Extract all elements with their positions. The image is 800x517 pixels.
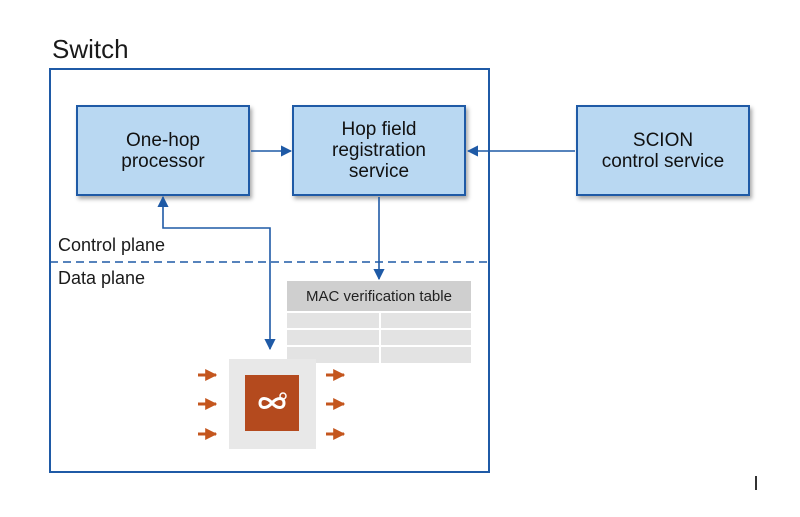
hop-field-registration-node: Hop field registration service: [292, 105, 466, 196]
table-cell: [381, 347, 471, 363]
table-cell: [287, 330, 379, 345]
egress-arrows: [326, 369, 346, 440]
ingress-arrows: [198, 369, 218, 440]
one-hop-processor-node: One-hop processor: [76, 105, 250, 196]
switch-title: Switch: [52, 34, 129, 64]
control-plane-label: Control plane: [58, 235, 166, 255]
switch-container: [49, 68, 490, 473]
text-cursor-icon: [755, 476, 757, 490]
arrow-processor-to-chip: [157, 195, 276, 351]
mac-verification-table: [287, 311, 471, 363]
data-plane-label: Data plane: [58, 268, 146, 288]
table-cell: [381, 313, 471, 328]
table-cell: [287, 313, 379, 328]
infinity-chip-icon: [245, 375, 299, 431]
scion-control-service-node: SCION control service: [576, 105, 750, 196]
table-cell: [381, 330, 471, 345]
mac-table-header: MAC verification table: [287, 281, 471, 311]
